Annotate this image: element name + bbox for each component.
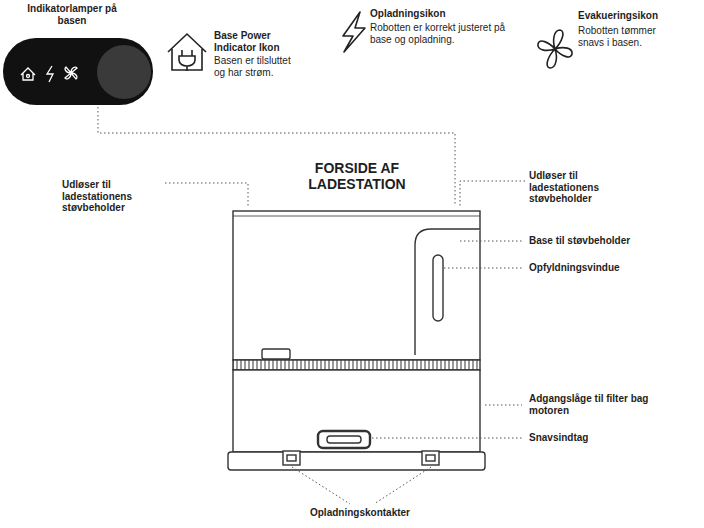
icon-description: Basen er tilsluttet og har strøm. (214, 55, 302, 78)
indicator-heading: Indikatorlamper på basen (22, 3, 122, 26)
title: FORSIDE AF LADESTATION (287, 160, 427, 192)
icon-heading: Opladningsikon (370, 8, 490, 20)
part-label: Snavsindtag (529, 432, 649, 444)
button (97, 45, 151, 99)
fill-window (433, 255, 443, 321)
dust-bin-base (415, 229, 480, 355)
icon-heading: Evakueringsikon (578, 10, 688, 22)
charge-icon (343, 12, 365, 52)
debris-inlet (318, 431, 370, 448)
fan-icon (538, 30, 572, 68)
icon-heading: Base Power Indicator Ikon (214, 30, 304, 53)
filter-door (233, 370, 480, 452)
icon-description: Robotten tømmer snavs i basen. (578, 25, 656, 48)
charge-contact (283, 451, 300, 465)
debris-inlet-inner (327, 436, 361, 443)
part-label: Base til støvbeholder (529, 235, 639, 247)
leader-lines (165, 181, 525, 504)
part-label: Adgangslåge til filter bag motoren (529, 393, 664, 416)
part-label: Udløser til ladestationens støvbeholder (529, 170, 639, 205)
leader-line (98, 107, 455, 204)
part-label: Opladningskontakter (290, 507, 430, 519)
part-label: Udløser til ladestationens støvbeholder (62, 179, 162, 214)
texture-band (233, 360, 480, 370)
base-plate (228, 452, 485, 470)
indicator-panel (3, 38, 153, 105)
charge-contact (422, 451, 439, 465)
indicator-icons (21, 66, 77, 82)
power-icon (168, 34, 206, 71)
tab (262, 349, 290, 359)
part-label: Opfyldningsvindue (529, 262, 649, 274)
upper-body (233, 211, 480, 360)
icon-description: Robotten er korrekt justeret på base og … (370, 22, 520, 45)
charging-station (228, 211, 485, 470)
